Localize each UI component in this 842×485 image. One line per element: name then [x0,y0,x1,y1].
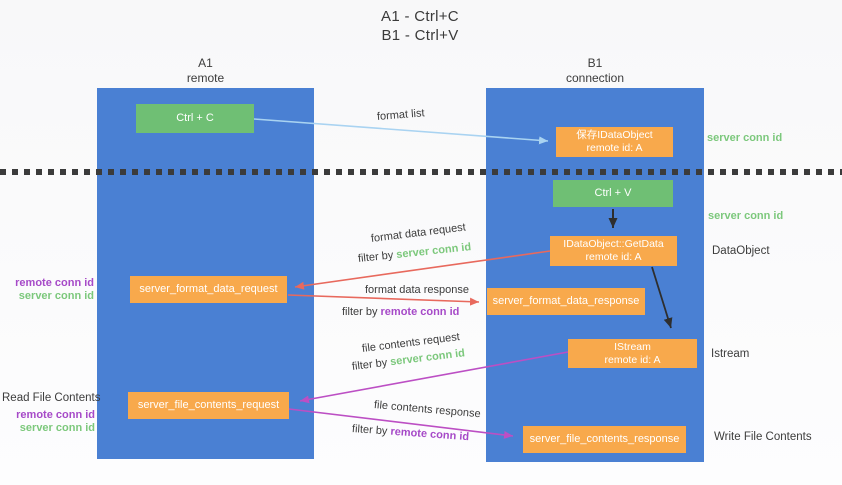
node-format-resp-label: server_format_data_response [492,295,640,307]
node-server-format-data-response: server_format_data_response [487,288,645,315]
title-line-ctrl-c: A1 - Ctrl+C [381,8,459,25]
side-label-server-conn-id-right-2: server conn id [708,210,784,222]
filter-by-text: filter by [351,356,391,373]
node-ctrl-c-label: Ctrl + C [176,112,214,124]
diagram-title: A1 - Ctrl+C B1 - Ctrl+V [300,7,540,45]
node-file-resp-label: server_file_contents_response [529,433,680,445]
node-istream-line1: IStream [614,340,651,353]
remote-conn-id-text: remote conn id [390,425,470,444]
side-label-server-conn-id-left-2: server conn id [19,422,95,434]
node-idataobject-getdata: IDataObject::GetData remote id: A [550,236,677,266]
side-label-remote-conn-id-left-1: remote conn id [15,277,94,289]
server-conn-id-text: server conn id [389,347,466,369]
label-filter-by-remote-conn-id-1: filter by remote conn id [342,306,459,318]
filter-by-text: filter by [357,249,397,265]
filter-by-text: filter by [351,423,391,438]
side-label-read-file-contents: Read File Contents [2,392,101,404]
node-save-idataobject-line1: 保存IDataObject [576,129,653,141]
node-save-idataobject: 保存IDataObject remote id: A [556,127,673,157]
node-server-file-contents-request: server_file_contents_request [128,392,289,419]
filter-by-text: filter by [342,306,381,318]
node-ctrl-v-label: Ctrl + V [594,187,632,199]
lifeline-header-a1: A1 remote [97,56,314,86]
node-server-format-data-request: server_format_data_request [130,276,287,303]
lifeline-b1-role: connection [565,71,625,85]
machine-separator-dotted-line [0,169,842,175]
lifeline-header-b1: B1 connection [486,56,704,86]
side-label-remote-conn-id-left-2: remote conn id [16,409,95,421]
node-server-file-contents-response: server_file_contents_response [523,426,686,453]
node-istream: IStream remote id: A [568,339,697,368]
lifeline-a1-name: A1 [198,56,213,70]
side-label-dataobject: DataObject [712,245,770,257]
label-filter-by-server-conn-id-1: filter by server conn id [357,241,471,265]
side-label-write-file-contents: Write File Contents [714,431,812,443]
label-format-list: format list [376,107,426,123]
label-file-contents-response: file contents response [373,399,482,421]
side-label-server-conn-id-left-1: server conn id [18,290,94,302]
node-ctrl-v: Ctrl + V [553,180,673,207]
lifeline-b1-name: B1 [587,56,603,70]
label-format-data-response: format data response [365,284,469,296]
server-conn-id-text: server conn id [395,241,472,261]
title-line-ctrl-v: B1 - Ctrl+V [381,27,459,44]
node-getdata-line1: IDataObject::GetData [563,238,664,250]
side-label-istream: Istream [711,348,750,360]
node-istream-line2: remote id: A [604,353,661,366]
node-getdata-line2: remote id: A [585,251,642,263]
remote-conn-id-text: remote conn id [380,306,460,318]
label-format-data-request: format data request [370,221,467,245]
node-format-req-label: server_format_data_request [139,283,278,295]
label-filter-by-remote-conn-id-2: filter by remote conn id [352,423,470,443]
side-label-server-conn-id-right-1: server conn id [707,132,783,144]
arrow-format-data-response [287,294,480,306]
node-ctrl-c: Ctrl + C [136,104,254,133]
node-save-idataobject-line2: remote id: A [586,142,643,154]
node-file-req-label: server_file_contents_request [137,399,280,411]
lifeline-a1-role: remote [186,71,225,85]
